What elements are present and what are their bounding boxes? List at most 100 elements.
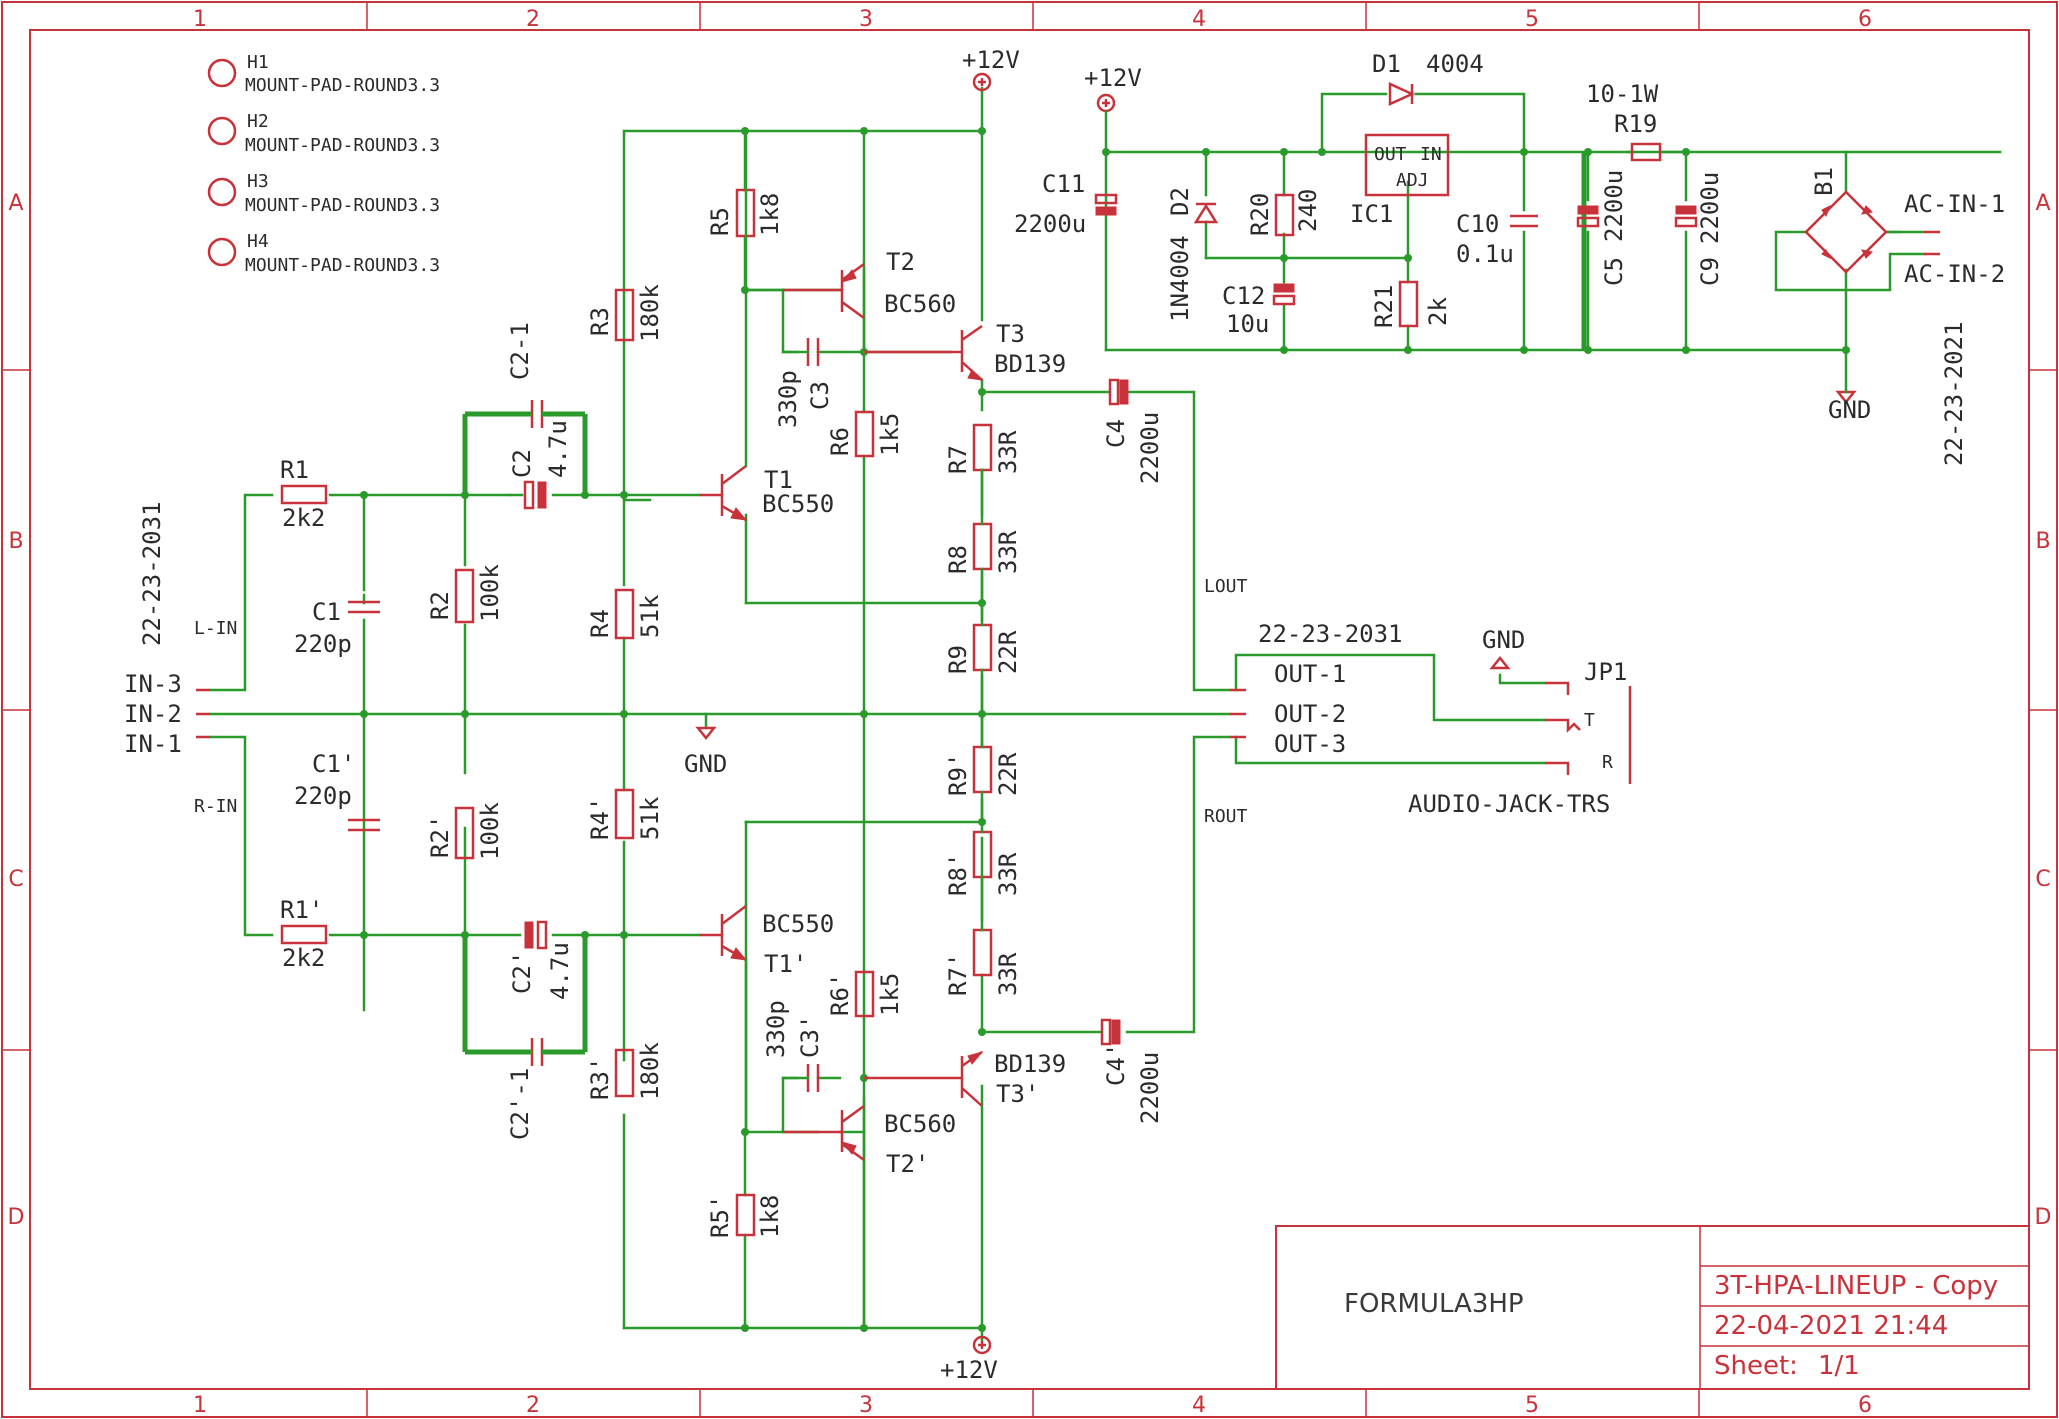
t3p-ref: T3' [996,1080,1039,1108]
labels: +12V +12V +12V GND GND GND R1 2k2 R1' 2k… [124,46,2005,1384]
c2p-value: 4.7u [546,942,574,1000]
r1-value: 2k2 [282,504,325,532]
d2-diode-icon [1193,202,1219,224]
r6-body [854,410,875,458]
t2-prime-symbol [783,1104,865,1162]
ac1-label: AC-IN-1 [1904,190,2005,218]
t1-ref: T1 [764,466,793,494]
power-supply-dots [1102,148,1850,354]
gnd-jack-label: GND [1482,626,1525,654]
frame-col-1-bottom: 1 [193,1393,207,1418]
h4-ref: H4 [247,231,269,252]
r2-ref: R2 [426,591,454,620]
frame-col-1-top: 1 [193,7,207,32]
frame-col-5-top: 5 [1525,7,1539,32]
c2p-ref: C2' [508,951,536,994]
r8p-value: 33R [994,852,1022,896]
c4p-value: 2200u [1136,1052,1164,1124]
ic1-out-label: OUT [1374,144,1407,165]
h1-value: MOUNT-PAD-ROUND3.3 [245,75,440,96]
r9p-value: 22R [994,752,1022,796]
r7-value: 33R [994,430,1022,474]
d2-ref: D2 [1166,187,1194,216]
c2-1-ref: C2-1 [506,322,534,380]
ac2-label: AC-IN-2 [1904,260,2005,288]
c10-ref: C10 [1456,210,1499,238]
connector-pins [196,688,1246,739]
vcc-bottom-label: +12V [940,1356,998,1384]
r20-ref: R20 [1246,193,1274,236]
net-rin-label: R-IN [194,796,237,817]
input-conn-name: 22-23-2031 [138,502,166,647]
r3-body [614,288,635,342]
c4-ref: C4 [1102,419,1130,448]
c1-ref: C1 [312,598,341,626]
t3-prime-symbol [864,1050,984,1107]
b1-ref: B1 [1810,167,1838,196]
frame-row-b-right: B [2035,529,2050,554]
mounting-holes: H1 MOUNT-PAD-ROUND3.3 H2 MOUNT-PAD-ROUND… [207,52,440,276]
power-supply-parts [1094,82,1940,328]
r9-body [972,623,993,672]
d1-diode-icon [1388,82,1416,106]
r6p-ref: R6' [826,973,854,1016]
d2-value: 1N4004 [1166,235,1194,322]
r4-prime-body [614,788,635,840]
c9-ref: C9 [1696,257,1724,286]
r8-body [972,522,993,571]
title-file: 3T-HPA-LINEUP - Copy [1714,1271,1998,1301]
c3p-value: 330p [762,1000,790,1058]
vcc-bottom-icon [972,1335,992,1355]
r4-value: 51k [636,594,664,638]
r2-body [454,568,475,624]
c11-value: 2200u [1014,210,1086,238]
vcc-top-icon [972,72,992,92]
r5-prime-body [735,1193,756,1237]
r5p-value: 1k8 [756,1195,784,1238]
gnd-jack-icon [1489,655,1511,670]
vcc-supply-label: +12V [1084,64,1142,92]
r8-value: 33R [994,530,1022,574]
d1-value: 4004 [1426,50,1484,78]
frame-col-5-bottom: 5 [1525,1393,1539,1418]
mount-pad-icon [207,58,237,88]
r2-prime-body [454,806,475,860]
r1-ref: R1 [280,456,309,484]
r4-ref: R4 [586,609,614,638]
vcc-supply-icon [1096,93,1116,113]
r5-value: 1k8 [756,193,784,236]
r19-value: 10-1W [1586,80,1659,108]
gnd-supply-label: GND [1828,396,1871,424]
ic1-body [1364,133,1450,197]
output-pin-out3: OUT-3 [1274,730,1346,758]
amp-capacitors [348,338,1129,1092]
r8-ref: R8 [944,545,972,574]
r3-value: 180k [636,284,664,342]
title-block: FORMULA3HP 3T-HPA-LINEUP - Copy 22-04-20… [1275,1225,2030,1390]
title-sheet-label: Sheet: [1714,1351,1798,1381]
output-conn-name: 22-23-2031 [1258,620,1403,648]
mount-pad-icon [207,116,237,146]
audio-jack-symbol: T R [1545,681,1632,784]
r4p-value: 51k [636,796,664,840]
r1-body [280,484,328,505]
c10-value: 0.1u [1456,240,1514,268]
input-pin-in1: IN-1 [124,730,182,758]
c3-value: 330p [774,370,802,428]
c1p-ref: C1' [312,750,355,778]
frame-row-d-left: D [8,1205,25,1230]
c5-value: 2200u [1600,170,1628,242]
power-supply-wiring [1104,92,2002,394]
output-pin-out2: OUT-2 [1274,700,1346,728]
c2p-1-ref: C2'-1 [506,1068,534,1140]
frame-col-6-top: 6 [1858,7,1872,32]
t3-ref: T3 [996,320,1025,348]
t2-symbol [783,262,865,320]
t3-value: BD139 [994,350,1066,378]
c4p-ref: C4' [1102,1043,1130,1086]
frame-row-c-right: C [2035,867,2050,892]
h3-ref: H3 [247,171,269,192]
vcc-top-label: +12V [962,46,1020,74]
gnd-amp-label: GND [684,750,727,778]
h1-ref: H1 [247,52,269,73]
